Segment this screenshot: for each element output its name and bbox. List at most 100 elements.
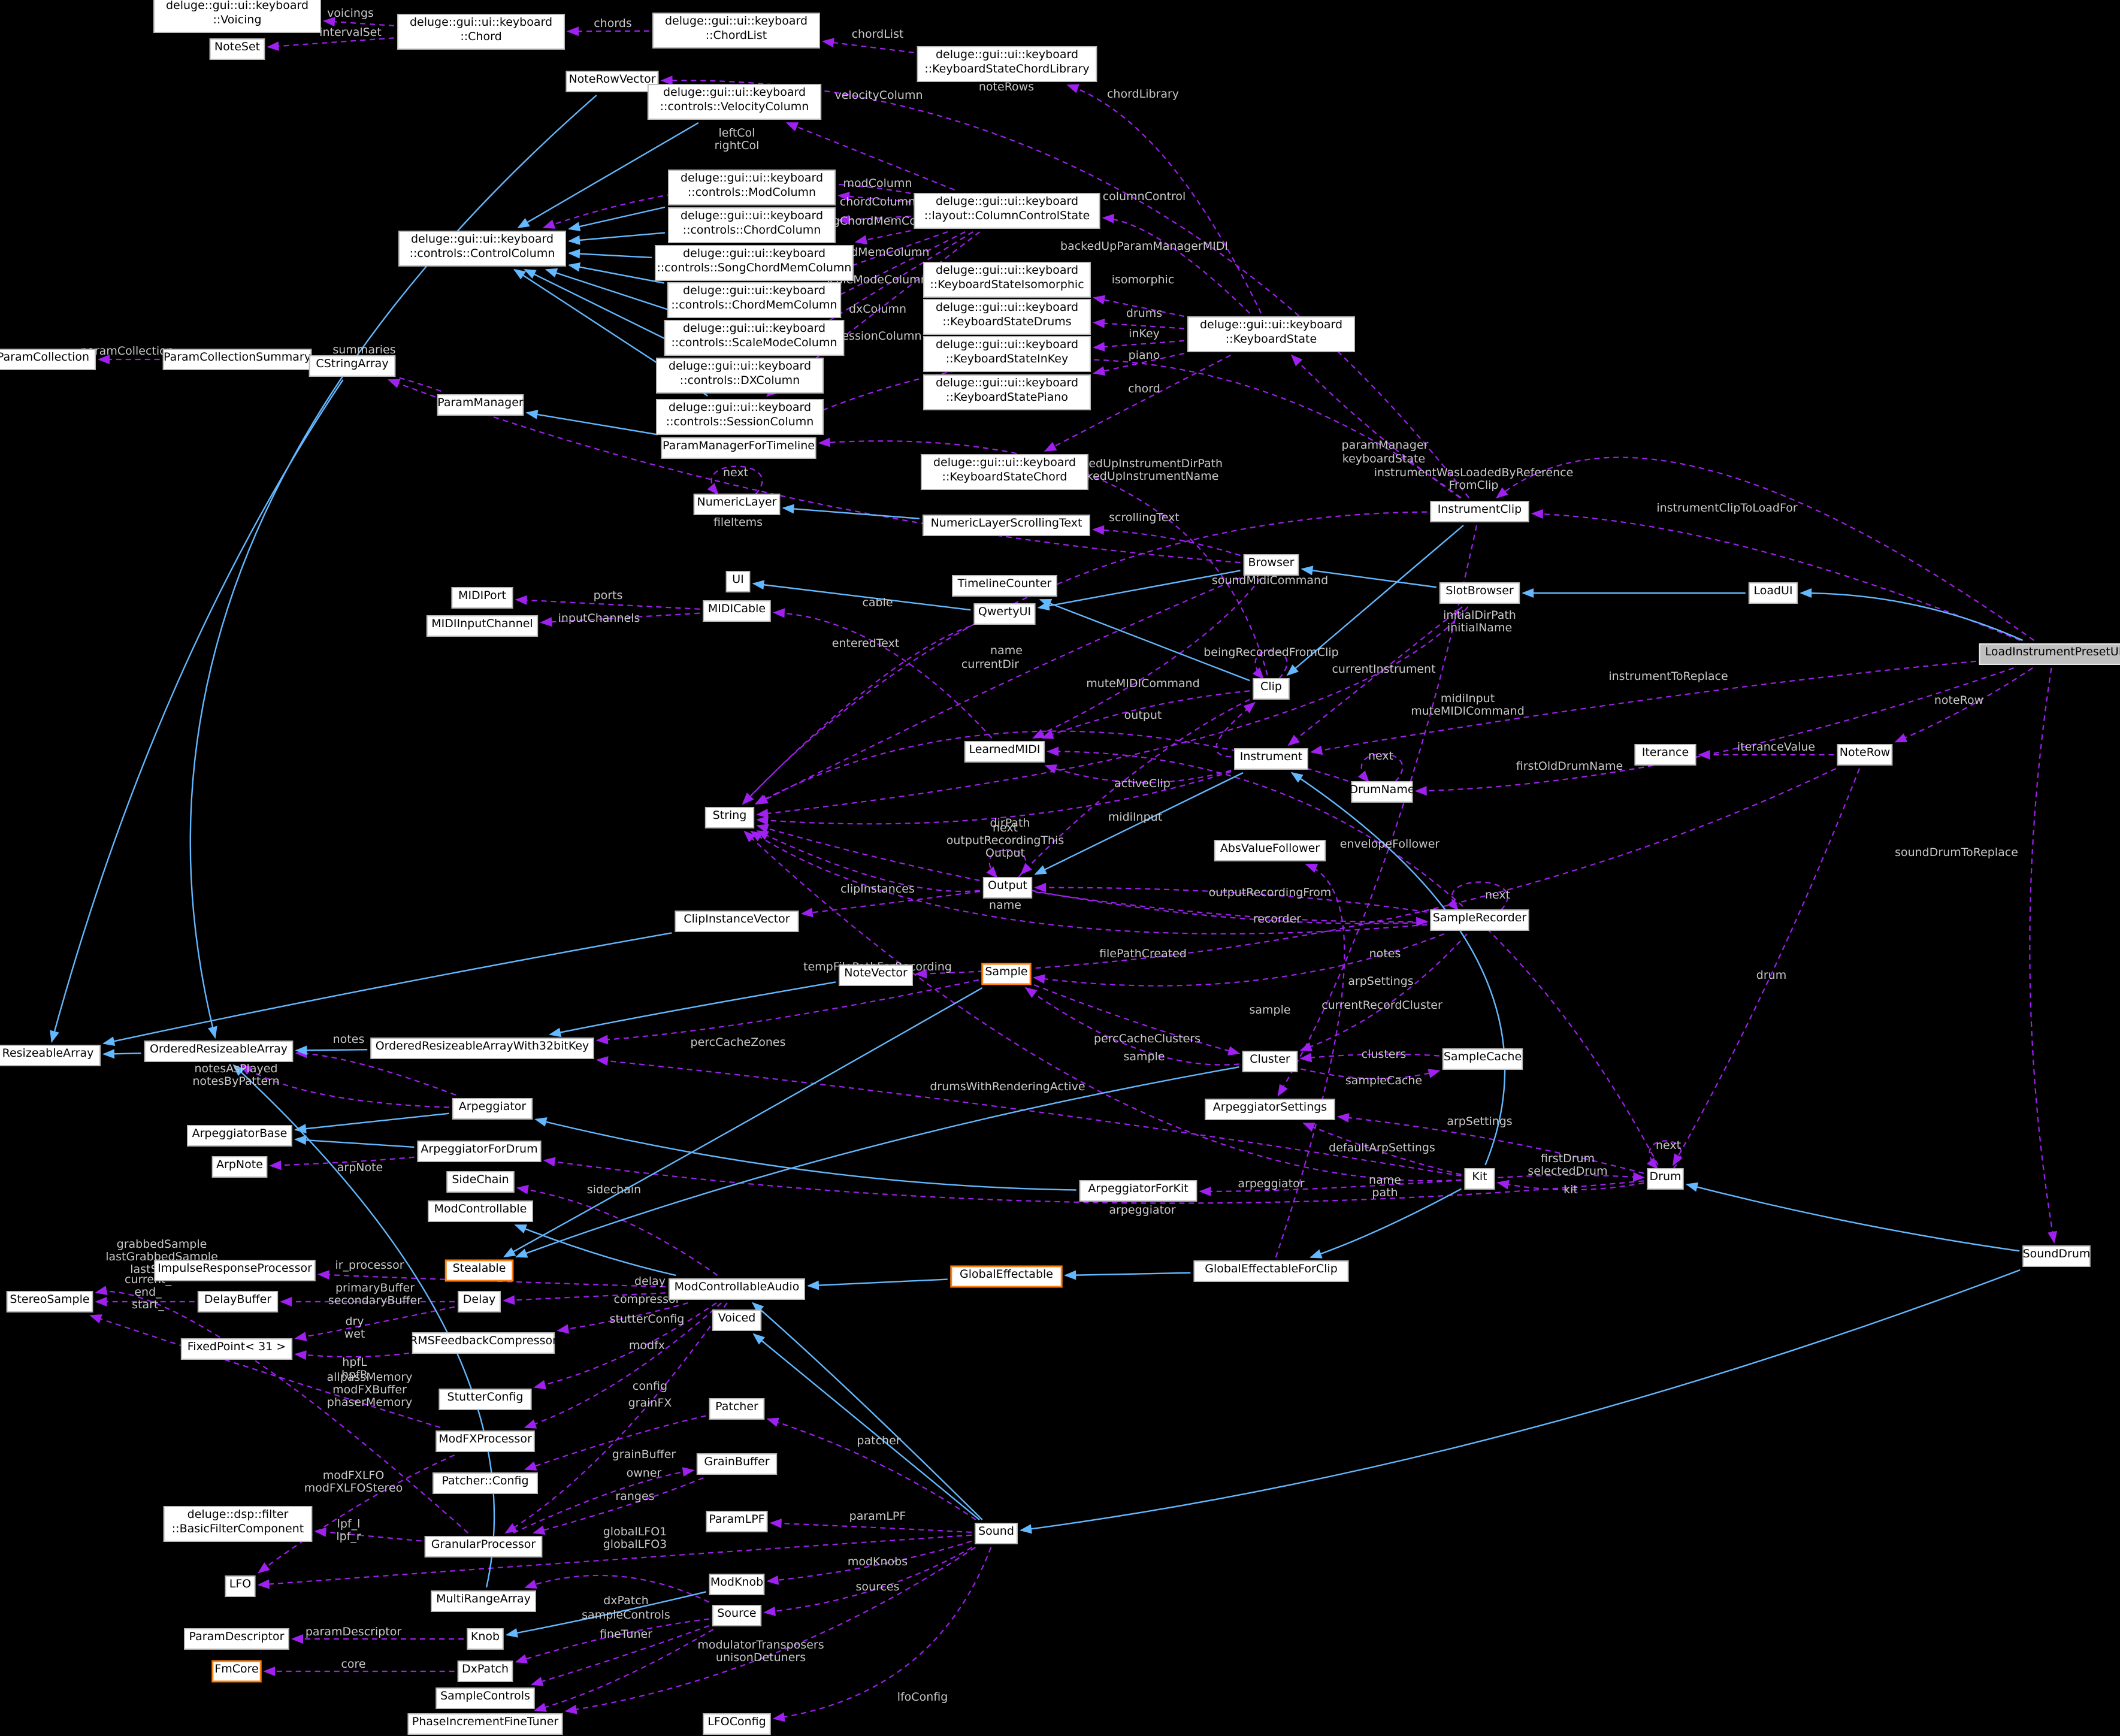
node-drumname[interactable]: DrumName	[1349, 781, 1415, 803]
node-songchordmemcol[interactable]: deluge::gui::ui::keyboard::controls::Son…	[655, 245, 854, 281]
node-chord[interactable]: deluge::gui::ui::keyboard::Chord	[397, 14, 565, 50]
node-lipui[interactable]: LoadInstrumentPresetUI	[1979, 643, 2120, 665]
node-nlst[interactable]: NumericLayerScrollingText	[923, 515, 1090, 536]
node-sample[interactable]: Sample	[981, 963, 1032, 985]
node-paramcollection[interactable]: ParamCollection	[0, 349, 96, 370]
node-paramcollectionsummary[interactable]: ParamCollectionSummary	[162, 349, 312, 370]
node-lfoconfig[interactable]: LFOConfig	[703, 1713, 771, 1735]
node-notevector[interactable]: NoteVector	[839, 964, 913, 986]
node-stutterconfig_n[interactable]: StutterConfig	[438, 1389, 532, 1410]
node-clip[interactable]: Clip	[1253, 678, 1290, 700]
node-modcol[interactable]: deluge::gui::ui::keyboard::controls::Mod…	[668, 170, 836, 205]
node-chordmemcol[interactable]: deluge::gui::ui::keyboard::controls::Cho…	[667, 282, 842, 318]
node-chordlist[interactable]: deluge::gui::ui::keyboard::ChordList	[652, 13, 820, 49]
node-learnedmidi[interactable]: LearnedMIDI	[964, 741, 1045, 763]
node-dxcol[interactable]: deluge::gui::ui::keyboard::controls::DXC…	[656, 358, 824, 394]
node-slotbrowser[interactable]: SlotBrowser	[1439, 582, 1520, 604]
node-midicable[interactable]: MIDICable	[703, 600, 771, 622]
node-granular[interactable]: GranularProcessor	[424, 1536, 543, 1557]
node-columncontrolstate[interactable]: deluge::gui::ui::keyboard::layout::Colum…	[914, 193, 1100, 229]
node-keyboardstate[interactable]: deluge::gui::ui::keyboard::KeyboardState	[1187, 316, 1355, 352]
node-fixedpoint[interactable]: FixedPoint< 31 >	[180, 1338, 293, 1360]
node-globaleffectable[interactable]: GlobalEffectable	[950, 1265, 1063, 1288]
node-basicfilter[interactable]: deluge::dsp::filter::BasicFilterComponen…	[163, 1506, 313, 1542]
node-lfo[interactable]: LFO	[225, 1575, 256, 1597]
node-multirange[interactable]: MultiRangeArray	[431, 1590, 536, 1612]
node-source[interactable]: Source	[712, 1605, 762, 1626]
node-scalemodecol[interactable]: deluge::gui::ui::keyboard::controls::Sca…	[664, 320, 845, 356]
node-ksdrums[interactable]: deluge::gui::ui::keyboard::KeyboardState…	[923, 299, 1091, 335]
node-controlcolumn[interactable]: deluge::gui::ui::keyboard::controls::Con…	[398, 231, 566, 267]
node-parammanager[interactable]: ParamManager	[437, 394, 524, 416]
node-patcherconfig[interactable]: Patcher::Config	[433, 1472, 538, 1494]
node-arpforkit[interactable]: ArpeggiatorForKit	[1079, 1180, 1197, 1202]
node-numericlayer[interactable]: NumericLayer	[693, 494, 781, 515]
node-modcontrollable[interactable]: ModControllable	[428, 1200, 533, 1222]
node-pift[interactable]: PhaseIncrementFineTuner	[407, 1713, 563, 1735]
node-ksisomorphic[interactable]: deluge::gui::ui::keyboard::KeyboardState…	[923, 262, 1091, 298]
node-ksinkey[interactable]: deluge::gui::ui::keyboard::KeyboardState…	[923, 336, 1091, 372]
node-voicing[interactable]: deluge::gui::ui::keyboard::Voicing	[153, 0, 321, 33]
node-paramdescriptor[interactable]: ParamDescriptor	[184, 1628, 289, 1650]
node-noterow[interactable]: NoteRow	[1837, 744, 1893, 766]
node-noteset[interactable]: NoteSet	[209, 38, 265, 60]
node-stereosample[interactable]: StereoSample	[6, 1291, 93, 1312]
node-sounddrum[interactable]: SoundDrum	[2022, 1245, 2091, 1267]
node-modfxproc[interactable]: ModFXProcessor	[436, 1430, 535, 1452]
node-gefc[interactable]: GlobalEffectableForClip	[1193, 1260, 1349, 1282]
node-instrument[interactable]: Instrument	[1234, 748, 1308, 770]
node-midiport[interactable]: MIDIPort	[451, 587, 513, 609]
node-dxpatch[interactable]: DxPatch	[457, 1661, 513, 1682]
node-velocitycol[interactable]: deluge::gui::ui::keyboard::controls::Vel…	[647, 84, 822, 120]
node-mca[interactable]: ModControllableAudio	[669, 1278, 805, 1300]
node-samplerecorder[interactable]: SampleRecorder	[1430, 909, 1529, 931]
node-patcher[interactable]: Patcher	[709, 1398, 765, 1420]
node-loadui[interactable]: LoadUI	[1748, 582, 1798, 604]
node-iterance[interactable]: Iterance	[1634, 744, 1696, 766]
node-paramlpf[interactable]: ParamLPF	[706, 1511, 768, 1532]
node-grainbuffer[interactable]: GrainBuffer	[696, 1453, 778, 1475]
node-output[interactable]: Output	[982, 877, 1033, 899]
node-resizeablearray[interactable]: ResizeableArray	[0, 1045, 101, 1066]
node-ui[interactable]: UI	[725, 571, 751, 592]
node-delay_n[interactable]: Delay	[458, 1291, 501, 1312]
node-drum[interactable]: Drum	[1647, 1168, 1684, 1190]
node-pmft[interactable]: ParamManagerForTimeline	[661, 437, 816, 459]
node-arpbase[interactable]: ArpeggiatorBase	[187, 1125, 292, 1147]
node-ora[interactable]: OrderedResizeableArray	[144, 1041, 294, 1062]
node-samplecache[interactable]: SampleCache	[1442, 1048, 1523, 1070]
node-fmcore[interactable]: FmCore	[211, 1660, 262, 1683]
node-arpeggiator[interactable]: Arpeggiator	[452, 1098, 533, 1120]
node-knob[interactable]: Knob	[467, 1628, 504, 1650]
node-ora32[interactable]: OrderedResizeableArrayWith32bitKey	[370, 1038, 594, 1059]
node-qwertyui[interactable]: QwertyUI	[973, 603, 1036, 625]
node-kit[interactable]: Kit	[1464, 1168, 1495, 1190]
node-midiinputchannel[interactable]: MIDIInputChannel	[426, 615, 539, 637]
node-timelinecounter[interactable]: TimelineCounter	[952, 575, 1057, 597]
node-voiced[interactable]: Voiced	[712, 1309, 762, 1331]
node-rmsfc[interactable]: RMSFeedbackCompressor	[410, 1332, 557, 1354]
node-samplecontrols[interactable]: SampleControls	[436, 1687, 535, 1709]
node-sessioncol[interactable]: deluge::gui::ui::keyboard::controls::Ses…	[656, 399, 824, 435]
node-arpfordrum[interactable]: ArpeggiatorForDrum	[417, 1141, 542, 1162]
node-noterowvector[interactable]: NoteRowVector	[565, 71, 659, 92]
node-modknob[interactable]: ModKnob	[709, 1574, 765, 1595]
node-stealable[interactable]: Stealable	[444, 1259, 514, 1282]
node-delaybuffer[interactable]: DelayBuffer	[197, 1291, 279, 1312]
node-irp[interactable]: ImpulseResponseProcessor	[154, 1260, 316, 1281]
node-absvaluefollower[interactable]: AbsValueFollower	[1214, 840, 1326, 861]
node-kschord[interactable]: deluge::gui::ui::keyboard::KeyboardState…	[921, 454, 1088, 490]
node-kschordlib[interactable]: deluge::gui::ui::keyboard::KeyboardState…	[917, 46, 1097, 82]
node-sidechain_n[interactable]: SideChain	[446, 1171, 515, 1193]
node-cstringarray[interactable]: CStringArray	[309, 355, 396, 377]
node-sound[interactable]: Sound	[975, 1523, 1018, 1544]
node-browser[interactable]: Browser	[1243, 554, 1299, 576]
node-string[interactable]: String	[704, 807, 755, 828]
node-kspiano[interactable]: deluge::gui::ui::keyboard::KeyboardState…	[923, 374, 1091, 410]
node-chordcol[interactable]: deluge::gui::ui::keyboard::controls::Cho…	[668, 207, 836, 243]
node-arpsettings[interactable]: ArpeggiatorSettings	[1205, 1099, 1335, 1120]
node-clipinstancevector[interactable]: ClipInstanceVector	[675, 911, 799, 932]
node-instrumentclip[interactable]: InstrumentClip	[1430, 501, 1529, 522]
node-arpnote[interactable]: ArpNote	[211, 1156, 268, 1178]
node-cluster[interactable]: Cluster	[1242, 1051, 1298, 1072]
